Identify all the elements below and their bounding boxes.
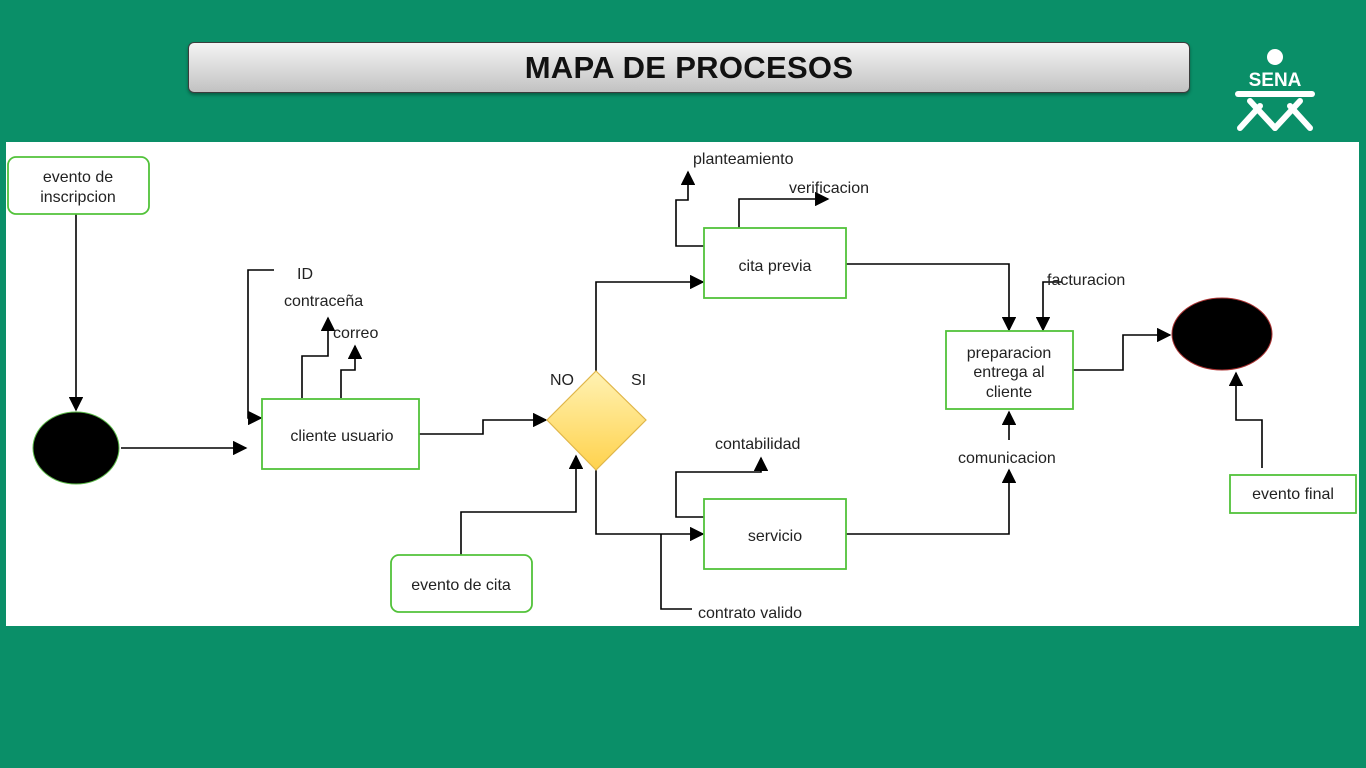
node-preparacion-line2: entrega al bbox=[973, 364, 1044, 381]
connector-decision-servicio bbox=[595, 470, 705, 542]
node-preparacion-line1: preparacion bbox=[967, 345, 1052, 362]
node-cita-previa: cita previa bbox=[703, 227, 847, 299]
connector-citaprevia-verificacion bbox=[738, 191, 830, 228]
node-cliente-usuario-label: cliente usuario bbox=[290, 428, 393, 445]
label-contrato: contrato valido bbox=[698, 605, 802, 622]
label-contabilidad: contabilidad bbox=[715, 436, 800, 453]
label-verificacion: verificacion bbox=[789, 180, 869, 197]
node-cita-previa-label: cita previa bbox=[739, 258, 812, 275]
connector-servicio-contabilidad bbox=[675, 456, 769, 518]
connector-cita-decision bbox=[460, 454, 584, 555]
process-diagram: evento de inscripcion evento de cita cli… bbox=[6, 142, 1359, 626]
node-preparacion: preparacion entrega al cliente bbox=[945, 330, 1074, 410]
connector-citaprevia-preparacion bbox=[846, 263, 1017, 332]
node-servicio-label: servicio bbox=[748, 528, 802, 545]
connector-id-cliente bbox=[247, 269, 274, 426]
label-planteamiento: planteamiento bbox=[693, 151, 794, 168]
page-title: MAPA DE PROCESOS bbox=[524, 49, 854, 85]
label-no: NO bbox=[550, 372, 574, 389]
logo-text: SENA bbox=[1249, 70, 1302, 91]
title-bar: MAPA DE PROCESOS bbox=[188, 42, 1190, 93]
node-evento-final: evento final bbox=[1229, 474, 1357, 514]
connector-facturacion-preparacion bbox=[1035, 281, 1062, 332]
connector-decision-citaprevia bbox=[595, 274, 705, 371]
node-evento-final-label: evento final bbox=[1252, 486, 1334, 503]
connector-cliente-decision bbox=[419, 412, 548, 435]
label-contrasena: contraceña bbox=[284, 293, 363, 310]
connector-cliente-correo bbox=[340, 344, 363, 398]
node-evento-inscripcion-line1: evento de bbox=[43, 169, 113, 186]
connector-preparacion-end bbox=[1073, 327, 1172, 371]
connector-cliente-contrasena bbox=[301, 316, 336, 398]
connector-citaprevia-planteamiento bbox=[675, 170, 704, 247]
sena-logo: SENA bbox=[1235, 49, 1315, 131]
node-evento-cita-label: evento de cita bbox=[411, 577, 511, 594]
node-servicio: servicio bbox=[703, 498, 847, 570]
decision-diamond bbox=[546, 370, 647, 471]
node-cliente-usuario: cliente usuario bbox=[261, 398, 420, 470]
label-comunicacion: comunicacion bbox=[958, 450, 1056, 467]
node-evento-inscripcion: evento de inscripcion bbox=[7, 156, 150, 215]
label-id: ID bbox=[297, 266, 313, 283]
label-facturacion: facturacion bbox=[1047, 272, 1125, 289]
connector-servicio-comunicacion bbox=[846, 468, 1017, 535]
label-si: SI bbox=[631, 372, 646, 389]
end-node bbox=[1171, 297, 1273, 371]
node-evento-cita: evento de cita bbox=[390, 554, 533, 613]
node-preparacion-line3: cliente bbox=[986, 384, 1032, 401]
label-correo: correo bbox=[333, 325, 378, 342]
connector-eventofinal-end bbox=[1228, 371, 1263, 468]
start-node bbox=[32, 411, 120, 485]
connector-servicio-contrato bbox=[660, 534, 692, 610]
node-evento-inscripcion-line2: inscripcion bbox=[40, 189, 116, 206]
